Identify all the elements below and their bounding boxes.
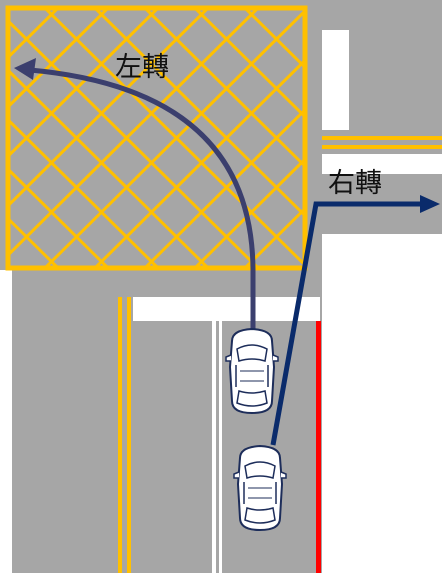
pavement-top-right bbox=[322, 30, 349, 130]
right-turn-arrow bbox=[270, 195, 440, 446]
double-yellow-1 bbox=[118, 297, 122, 573]
double-yellow-2 bbox=[127, 297, 131, 573]
yellow-box-junction bbox=[5, 5, 308, 271]
right-turn-label: 右轉 bbox=[328, 168, 382, 199]
left-turn-arrow bbox=[14, 58, 256, 330]
side-road-line-2 bbox=[322, 145, 442, 149]
car-icon bbox=[225, 328, 279, 414]
pavement-left bbox=[0, 270, 12, 573]
left-turn-label: 左轉 bbox=[115, 52, 169, 83]
lane-divider-2 bbox=[219, 321, 222, 573]
lane-divider-1 bbox=[212, 321, 216, 573]
side-road-line-1 bbox=[322, 136, 442, 140]
stop-line-area bbox=[133, 297, 320, 321]
car-icon bbox=[233, 445, 287, 531]
red-curb bbox=[316, 321, 321, 573]
